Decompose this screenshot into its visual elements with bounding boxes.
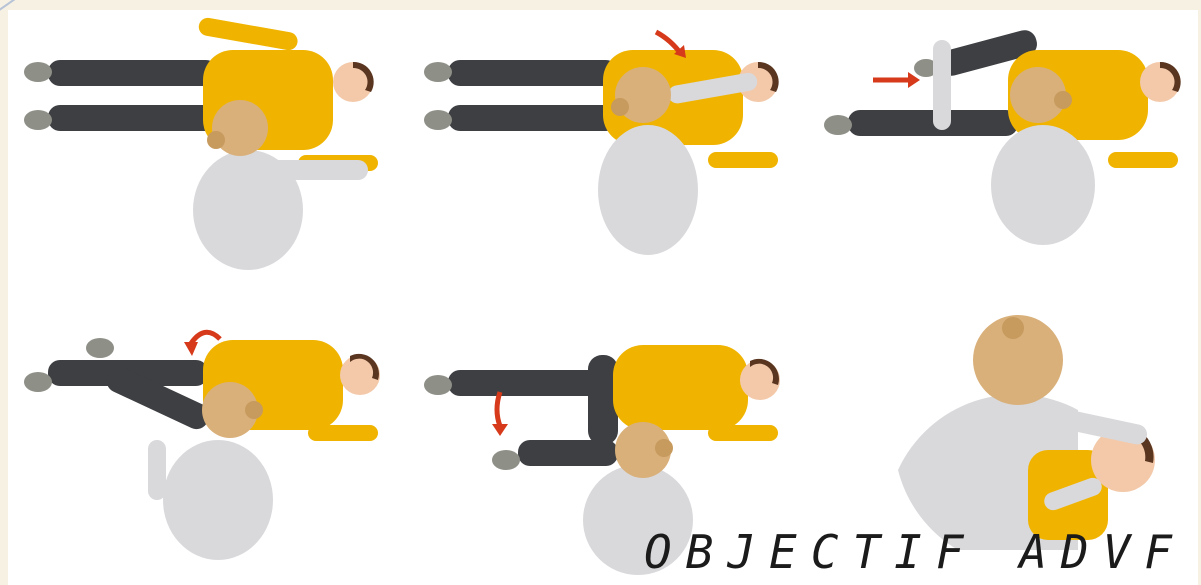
- victim-jacket: [613, 345, 748, 430]
- rescuer-bun: [655, 439, 673, 457]
- victim-shoe: [24, 62, 52, 82]
- victim-shoe: [424, 110, 452, 130]
- victim-leg-upper: [448, 60, 618, 86]
- victim-shoe: [86, 338, 114, 358]
- rescuer-bun: [611, 98, 629, 116]
- rescuer-body: [991, 125, 1095, 245]
- victim-shoe: [424, 62, 452, 82]
- victim-leg-lower: [48, 105, 218, 131]
- victim-leg-upper: [48, 60, 218, 86]
- rescuer-arm: [933, 40, 951, 130]
- victim-arm: [197, 16, 299, 51]
- victim-shoe: [24, 372, 52, 392]
- victim-shoe: [492, 450, 520, 470]
- victim-arm: [708, 152, 778, 168]
- victim-arm: [1108, 152, 1178, 168]
- red-arrow-head: [492, 424, 508, 436]
- rescuer-bun: [245, 401, 263, 419]
- rescuer-bun: [1054, 91, 1072, 109]
- step-1-panel: [8, 10, 398, 295]
- victim-shoe: [24, 110, 52, 130]
- rescuer-bun: [1002, 317, 1024, 339]
- rescuer-arm: [258, 160, 368, 180]
- victim-shoe: [424, 375, 452, 395]
- rescuer-body: [163, 440, 273, 560]
- rescuer-body: [598, 125, 698, 255]
- red-curved-arrow: [497, 392, 500, 426]
- step-2-panel: [408, 10, 798, 295]
- rescuer-bun: [207, 131, 225, 149]
- caption-text: OBJECTIF ADVF: [644, 525, 1186, 579]
- step-3-panel: [808, 10, 1198, 295]
- victim-leg-lower: [518, 440, 618, 466]
- victim-leg-lower: [448, 105, 618, 131]
- rescuer-arm: [148, 440, 166, 500]
- red-arrow-head: [184, 342, 198, 356]
- victim-arm: [708, 425, 778, 441]
- recovery-position-illustration: OBJECTIF ADVF: [8, 10, 1198, 585]
- victim-arm: [308, 425, 378, 441]
- step-4-panel: [8, 300, 398, 585]
- victim-shoe: [824, 115, 852, 135]
